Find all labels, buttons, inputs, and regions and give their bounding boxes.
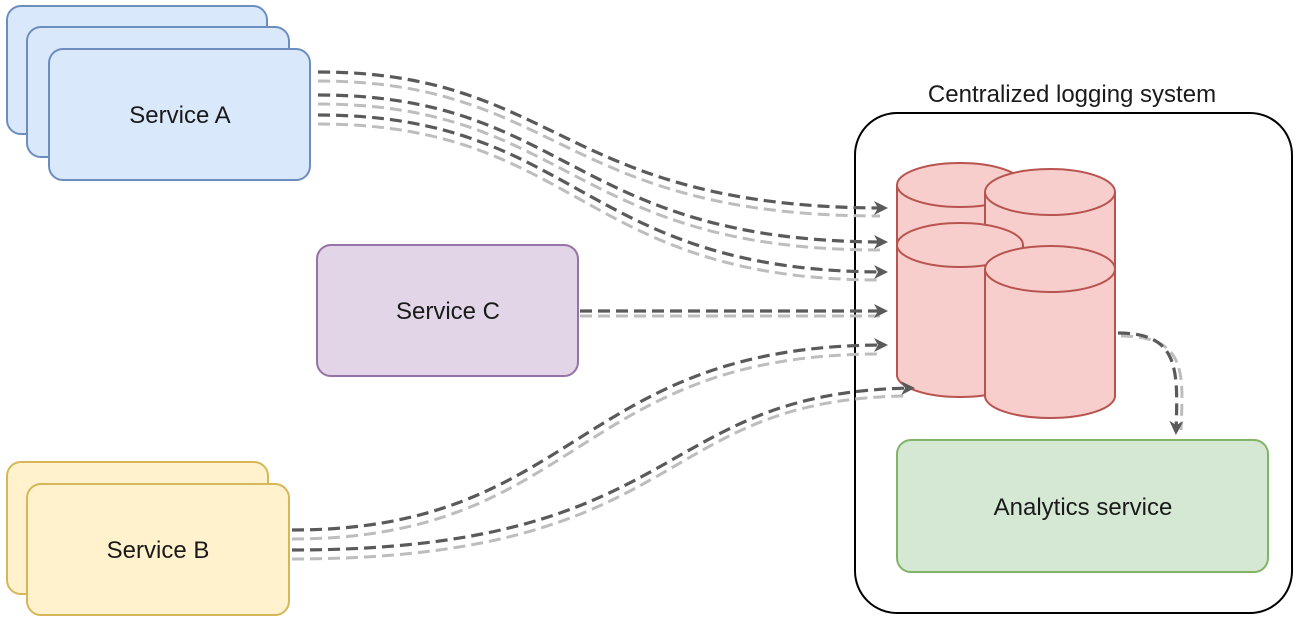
edge-service-a-1[interactable] [317,70,888,218]
edge-service-b-2[interactable] [291,381,915,561]
edge-logstore-to-analytics[interactable] [1117,331,1184,435]
service-b-node[interactable]: Service B [6,461,290,616]
analytics-service-node[interactable]: Analytics service [896,439,1269,573]
edge-service-c[interactable] [580,304,888,318]
container-title: Centralized logging system [928,81,1216,108]
service-b-label: Service B [107,537,210,564]
analytics-service-label: Analytics service [994,494,1173,521]
service-a-label: Service A [129,102,230,129]
service-c-label: Service C [396,298,500,325]
edge-service-a-3[interactable] [317,113,888,282]
edge-service-b-1[interactable] [291,338,888,541]
service-a-node[interactable]: Service A [6,5,311,181]
database-cylinder [984,245,1116,419]
log-store-databases[interactable] [896,162,1116,419]
edge-service-a-2[interactable] [317,93,888,252]
service-c-node[interactable]: Service C [316,244,579,377]
